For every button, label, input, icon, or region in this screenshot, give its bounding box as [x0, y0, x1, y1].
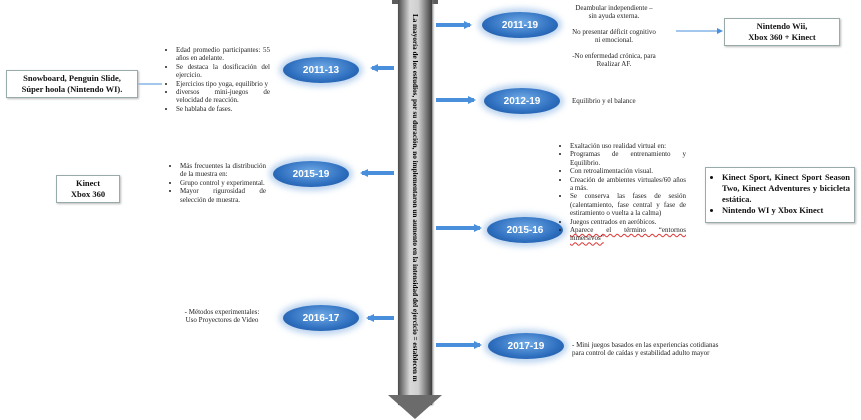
- period-2015-16: 2015-16: [487, 217, 563, 243]
- spine-label: La mayoría de los estudios, por su durac…: [411, 14, 419, 382]
- note-2017-19: - Mini juegos basados en las experiencia…: [572, 341, 719, 358]
- period-2017-19: 2017-19: [488, 333, 564, 359]
- period-2011-19: 2011-19: [482, 12, 558, 38]
- box-nintendo-wii: Nintendo Wii, Xbox 360 + Kinect: [724, 18, 840, 46]
- note-2015-16: Exaltación uso realidad virtual en: Prog…: [560, 142, 686, 243]
- note-2011-13: Edad promedio participantes: 55 años en …: [166, 46, 270, 113]
- period-2011-13: 2011-13: [283, 57, 359, 83]
- box-kinect-xbox: Kinect Xbox 360: [56, 175, 120, 203]
- timeline-spine: [398, 0, 432, 405]
- note-2012-19: Equilibrio y el balance: [572, 97, 636, 105]
- box-snowboard: Snowboard, Penguin Slide, Súper hoola (N…: [6, 70, 138, 98]
- period-2015-19: 2015-19: [273, 161, 349, 187]
- period-2016-17: 2016-17: [283, 305, 359, 331]
- period-2012-19: 2012-19: [484, 88, 560, 114]
- note-2016-17: - Métodos experimentales: Uso Proyectore…: [184, 308, 260, 325]
- note-2011-19: Deambular independiente – sin ayuda exte…: [572, 4, 656, 69]
- spine-arrow-tip: [388, 395, 442, 419]
- note-2015-19: Más frecuentes la distribución de la mue…: [170, 162, 266, 204]
- box-kinect-sport: Kinect Sport, Kinect Sport Season Two, K…: [705, 167, 855, 223]
